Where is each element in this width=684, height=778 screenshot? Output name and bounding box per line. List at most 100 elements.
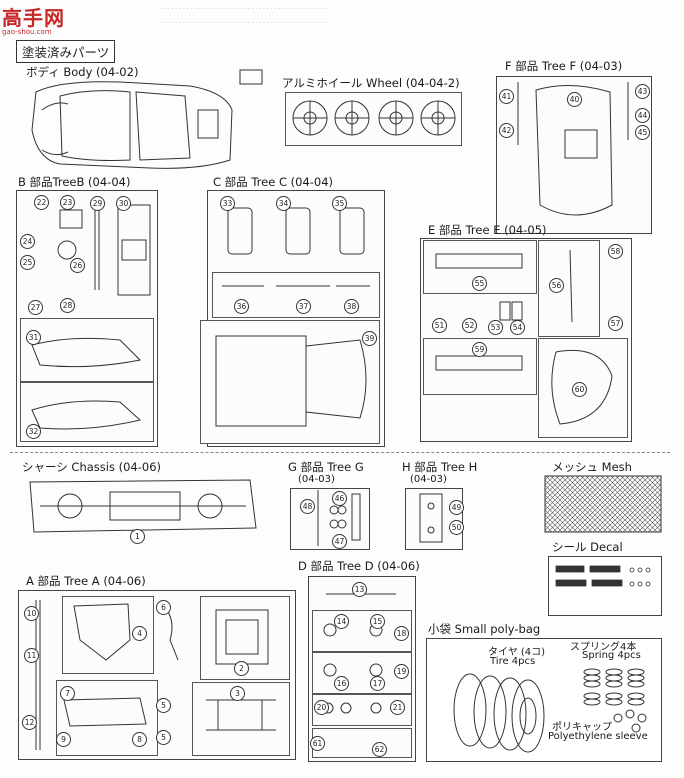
part-number-42: 42 <box>499 123 514 138</box>
part-number-10: 10 <box>24 606 39 621</box>
tire-label-en: Tire 4pcs <box>490 656 536 667</box>
tree-h-sprue <box>405 488 463 550</box>
part-number-27: 27 <box>28 300 43 315</box>
mesh-label: メッシュ Mesh <box>552 460 632 474</box>
chassis-label: シャーシ Chassis (04-06) <box>22 460 162 474</box>
part-number-20: 20 <box>314 700 329 715</box>
part-number-48: 48 <box>300 499 315 514</box>
wheel-frame <box>285 92 462 146</box>
part-number-55: 55 <box>472 276 487 291</box>
part-number-21: 21 <box>390 700 405 715</box>
part-number-61: 61 <box>310 736 325 751</box>
tree-g-label: G 部品 Tree G <box>288 460 364 474</box>
part-number-32: 32 <box>26 424 41 439</box>
tire-label-jp: タイヤ (4コ) <box>488 647 546 658</box>
part-number-23: 23 <box>60 195 75 210</box>
tree-e-label: E 部品 Tree E (04-05) <box>428 223 547 237</box>
part-number-8: 8 <box>132 732 147 747</box>
part-number-11: 11 <box>24 648 39 663</box>
part-number-19: 19 <box>394 664 409 679</box>
part-number-13: 13 <box>352 582 367 597</box>
section-divider <box>10 452 670 453</box>
tree-e-cell-56 <box>538 240 600 337</box>
part-number-36: 36 <box>234 299 249 314</box>
part-number-46: 46 <box>332 491 347 506</box>
part-number-33: 33 <box>220 196 235 211</box>
part-number-47: 47 <box>332 534 347 549</box>
part-number-57: 57 <box>608 316 623 331</box>
part-number-41: 41 <box>499 89 514 104</box>
part-number-40: 40 <box>567 92 582 107</box>
decal-sheet <box>548 556 662 616</box>
part-number-37: 37 <box>296 299 311 314</box>
part-number-58: 58 <box>608 244 623 259</box>
part-number-12: 12 <box>22 715 37 730</box>
part-number-39: 39 <box>362 331 377 346</box>
part-number-35: 35 <box>332 196 347 211</box>
part-number-2: 2 <box>234 661 249 676</box>
tree-h-code: (04-03) <box>410 474 447 485</box>
decal-label: シール Decal <box>552 540 623 554</box>
part-number-56: 56 <box>549 278 564 293</box>
tree-b-label: B 部品TreeB (04-04) <box>18 175 131 189</box>
tree-c-label: C 部品 Tree C (04-04) <box>213 175 334 189</box>
tree-b-cell-31 <box>20 318 154 382</box>
part-number-25: 25 <box>20 255 35 270</box>
part-number-24: 24 <box>20 234 35 249</box>
part-number-59: 59 <box>472 342 487 357</box>
part-number-51: 51 <box>432 318 447 333</box>
part-number-7: 7 <box>60 686 75 701</box>
part-number-54: 54 <box>510 320 525 335</box>
polybag-label: 小袋 Small poly-bag <box>428 622 541 636</box>
spring-label-en: Spring 4pcs <box>582 650 641 661</box>
part-number-16: 16 <box>334 676 349 691</box>
part-number-34: 34 <box>276 196 291 211</box>
part-number-5b: 5 <box>156 730 171 745</box>
part-number-15: 15 <box>370 614 385 629</box>
part-number-53: 53 <box>488 320 503 335</box>
cap-label-en: Polyethylene sleeve <box>548 731 648 742</box>
part-number-17: 17 <box>370 676 385 691</box>
tree-h-label: H 部品 Tree H <box>402 460 478 474</box>
part-number-30: 30 <box>116 196 131 211</box>
watermark-brand: 高手网 <box>2 6 65 30</box>
part-number-4: 4 <box>132 626 147 641</box>
part-number-29: 29 <box>90 196 105 211</box>
spring-label-jp: スプリング4本 <box>570 642 637 653</box>
part-number-45f: 45 <box>635 125 650 140</box>
part-number-6: 6 <box>156 600 171 615</box>
tree-a-label: A 部品 Tree A (04-06) <box>26 574 146 588</box>
wheel-label: アルミホイール Wheel (04-04-2) <box>282 76 460 90</box>
faint-header-text: · · · · · · · · · · · · · · · · · · · · … <box>160 6 326 13</box>
watermark-url: gao-shou.com <box>2 28 52 36</box>
part-number-60: 60 <box>572 382 587 397</box>
part-number-49: 49 <box>449 500 464 515</box>
tree-d-cell-61 <box>312 728 412 758</box>
watermark-logo: 高手网 gao-shou.com <box>2 2 72 36</box>
part-number-31: 31 <box>26 330 41 345</box>
part-number-28: 28 <box>60 298 75 313</box>
tree-f-label: F 部品 Tree F (04-03) <box>505 59 623 73</box>
part-number-18: 18 <box>394 626 409 641</box>
part-number-52: 52 <box>462 318 477 333</box>
part-number-22: 22 <box>34 195 49 210</box>
part-number-44: 44 <box>635 108 650 123</box>
part-number-3: 3 <box>230 686 245 701</box>
body-label: ボディ Body (04-02) <box>26 65 139 79</box>
part-number-26: 26 <box>70 258 85 273</box>
tree-g-sprue <box>290 488 370 550</box>
part-number-50: 50 <box>449 520 464 535</box>
tree-g-code: (04-03) <box>298 474 335 485</box>
cap-label-jp: ポリキャップ <box>552 722 612 733</box>
faint-header-text-2: · · · · · · · · · · · · · · · · · · · · … <box>160 20 326 27</box>
part-number-62: 62 <box>372 742 387 757</box>
tree-d-label: D 部品 Tree D (04-06) <box>298 559 420 573</box>
part-number-14: 14 <box>334 614 349 629</box>
part-number-5: 5 <box>156 698 171 713</box>
tree-c-cell-rods <box>212 272 380 318</box>
part-number-38: 38 <box>344 299 359 314</box>
section-title-painted-parts: 塗装済みパーツ <box>16 40 116 63</box>
tree-c-cell-39 <box>200 320 380 444</box>
part-number-1: 1 <box>130 529 145 544</box>
part-number-43: 43 <box>635 84 650 99</box>
